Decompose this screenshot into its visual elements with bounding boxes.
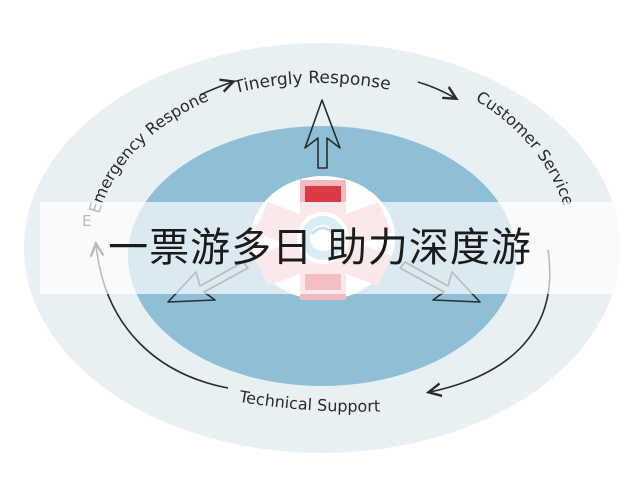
arrow-top-right (417, 81, 455, 98)
arrow-top-left (199, 82, 232, 96)
up-arrow-icon (304, 99, 341, 169)
caption-banner (40, 202, 640, 294)
banner-text: 一票游多日 助力深度游 (108, 225, 532, 271)
